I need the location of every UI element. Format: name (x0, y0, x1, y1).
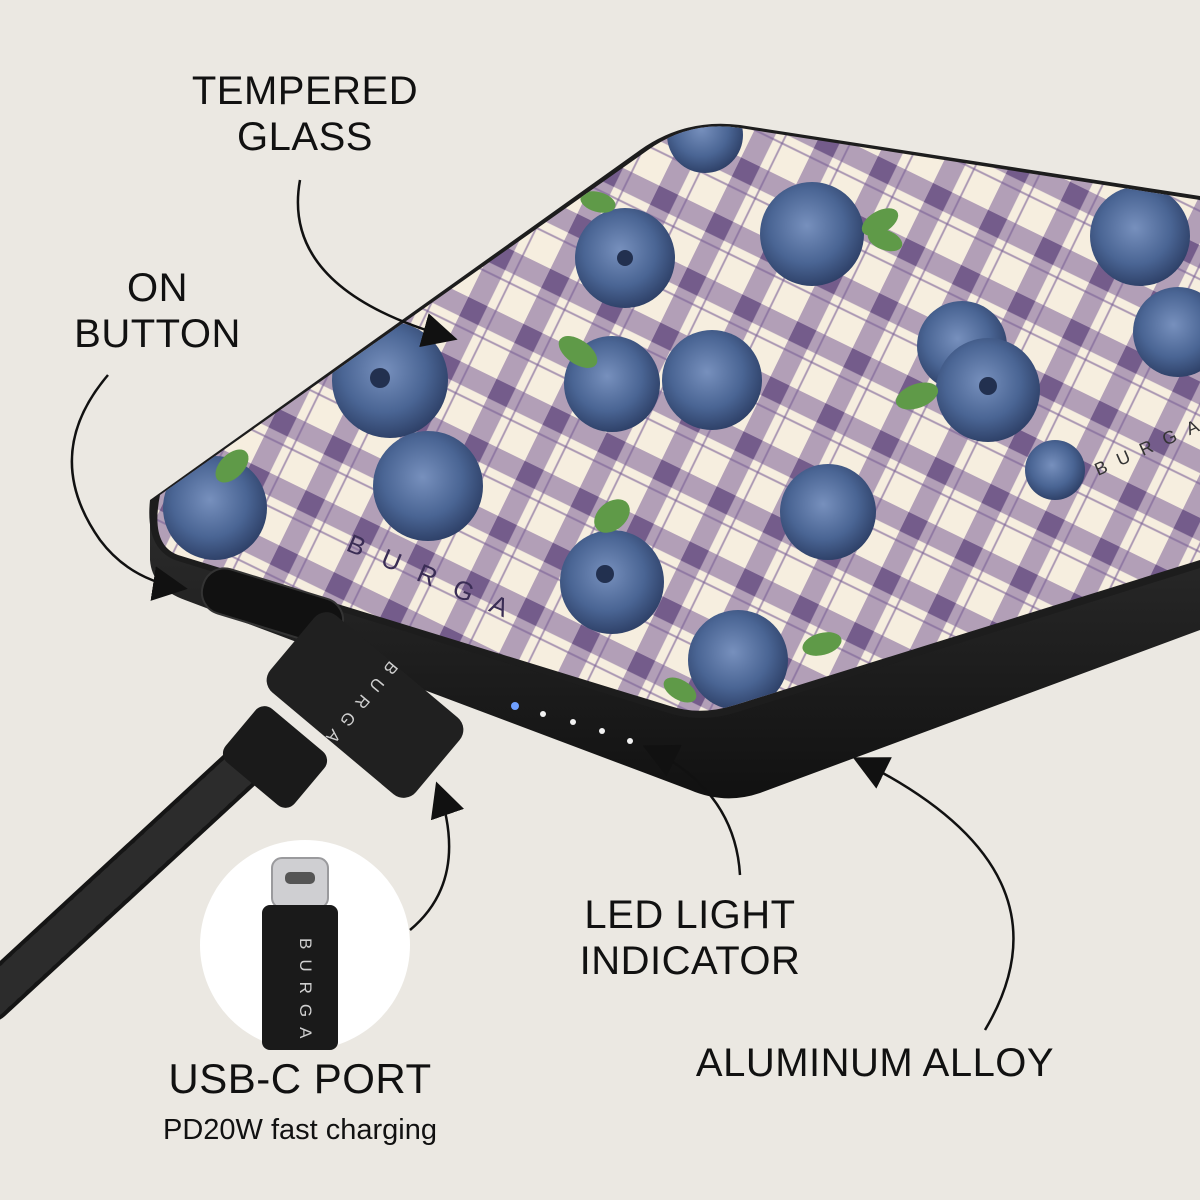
usb-c-inset: BURGA (200, 840, 410, 1050)
cable-connector (266, 612, 464, 798)
connector-logo: BURGA (296, 938, 315, 1048)
usb-c-cable: BURGA (0, 612, 464, 1020)
led-line-2: INDICATOR (579, 939, 801, 983)
led-indicator-label: LED LIGHT INDICATOR (540, 892, 840, 984)
on-line-2: BUTTON (74, 312, 241, 356)
led-dot (599, 728, 605, 734)
led-dot (570, 719, 576, 725)
leaf-decor (215, 191, 939, 703)
led-dot (540, 711, 546, 717)
on-button-label: ON BUTTON (50, 265, 265, 357)
arrow-tempered (296, 179, 458, 348)
tempered-glass-panel: BURGA (157, 126, 1200, 711)
usb-c-plug-body (262, 905, 338, 1050)
led-indicators (511, 702, 633, 744)
on-line-1: ON (127, 266, 188, 310)
arrow-usb (409, 781, 465, 931)
led-dot (511, 702, 519, 710)
led-line-1: LED LIGHT (584, 893, 796, 937)
tempered-line-2: GLASS (237, 115, 373, 159)
tempered-line-1: TEMPERED (191, 69, 419, 113)
arrow-on-button (70, 374, 188, 601)
aluminum-alloy-label: ALUMINUM ALLOY (695, 1041, 1055, 1085)
powerbank-body (149, 510, 1200, 799)
arrow-aluminum (852, 757, 1015, 1031)
tempered-glass-label: TEMPERED GLASS (160, 68, 450, 160)
led-dot (627, 738, 633, 744)
callout-arrows (70, 179, 1015, 1031)
arrow-led (642, 744, 742, 876)
usb-c-subtitle: PD20W fast charging (162, 1114, 437, 1146)
usb-c-port-label: USB-C PORT (168, 1055, 432, 1102)
